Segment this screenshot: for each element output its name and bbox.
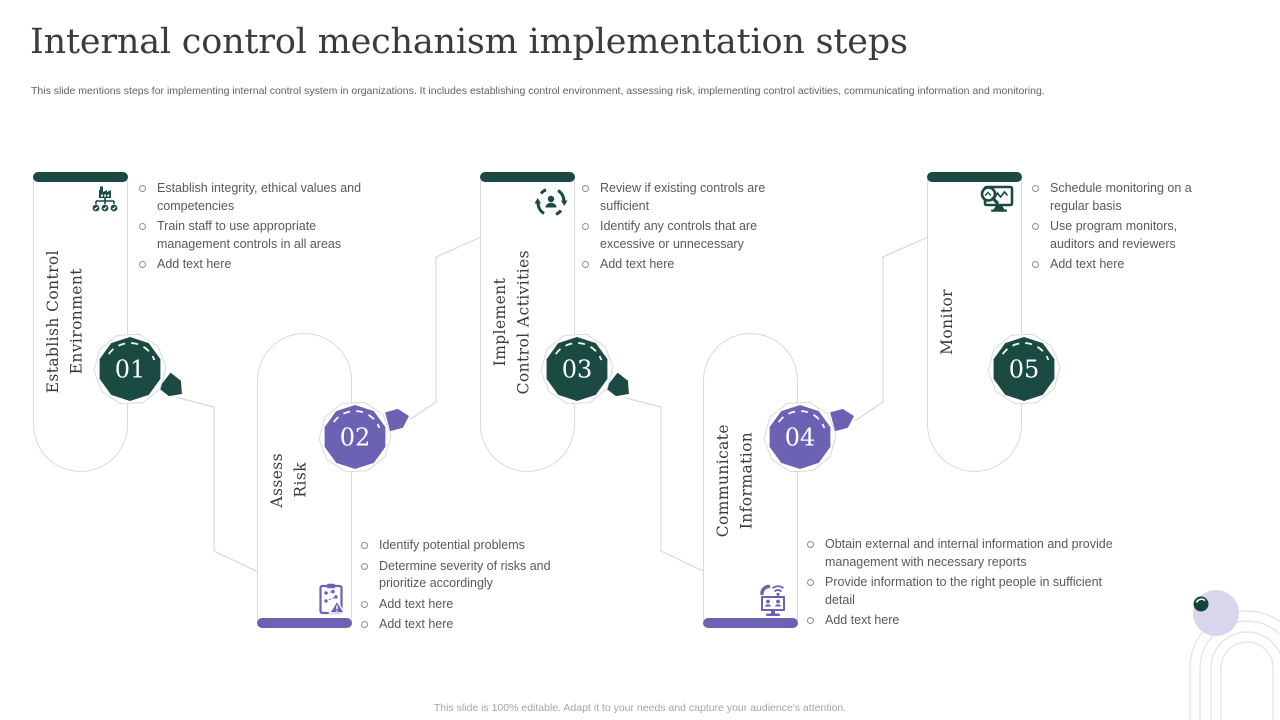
bullet-marker-icon: [807, 541, 814, 548]
org-chart-icon: [88, 184, 122, 215]
step-pill-monitor[interactable]: Monitor: [927, 172, 1022, 472]
bullet-item: Add text here: [807, 612, 1113, 630]
bullet-marker-icon: [361, 600, 368, 608]
footer-note: This slide is 100% editable. Adapt it to…: [433, 702, 847, 714]
bullet-item: Add text here: [361, 596, 573, 614]
pill-accent-bar: [33, 172, 128, 182]
pill-accent-bar: [480, 172, 575, 182]
step-label: Communicate Information: [714, 423, 756, 538]
slide-title[interactable]: Internal control mechanism implementatio…: [30, 22, 908, 62]
communication-monitor-icon: [754, 582, 792, 617]
step-pill-implement-control-activities[interactable]: Implement Control Activities: [480, 172, 575, 472]
svg-text:04: 04: [785, 424, 816, 452]
bullet-marker-icon: [139, 223, 146, 230]
step-label: Monitor: [938, 289, 956, 355]
bullet-marker-icon: [139, 185, 146, 192]
circular-arrows-icon: [533, 184, 569, 220]
teal-dot: [1193, 596, 1209, 612]
step-label: Implement Control Activities: [491, 249, 533, 395]
bullet-item: Identify any controls that are excessive…: [582, 218, 807, 253]
connector-4-5: [854, 236, 929, 422]
bullet-item: Schedule monitoring on a regular basis: [1032, 180, 1222, 215]
connector-2-3: [407, 236, 482, 422]
bullet-marker-icon: [361, 621, 368, 628]
bullet-item: Add text here: [1032, 256, 1222, 274]
step-label: Assess Risk: [268, 453, 310, 508]
pill-accent-bar: [703, 618, 798, 628]
step-number-badge-03[interactable]: 03: [540, 330, 648, 408]
risk-assessment-icon: [316, 583, 346, 617]
svg-text:03: 03: [562, 356, 593, 384]
bullet-marker-icon: [361, 542, 368, 549]
bullet-marker-icon: [361, 562, 368, 570]
bullet-item: Determine severity of risks and prioriti…: [361, 558, 573, 593]
bullet-item: Establish integrity, ethical values and …: [139, 180, 376, 215]
bullet-marker-icon: [1032, 185, 1039, 192]
bullet-marker-icon: [582, 185, 589, 192]
bullet-marker-icon: [1032, 261, 1039, 268]
bullet-item: Add text here: [139, 256, 376, 274]
monitoring-analysis-icon: [976, 184, 1016, 217]
bullet-item: Review if existing controls are sufficie…: [582, 180, 807, 215]
step-label: Establish Control Environment: [44, 250, 86, 394]
connector-1-2: [174, 396, 259, 573]
pill-accent-bar: [927, 172, 1022, 182]
bullet-item: Identify potential problems: [361, 537, 573, 555]
step-number-badge-02[interactable]: 02: [318, 398, 426, 476]
connector-3-4: [621, 396, 706, 573]
step-bullets-1[interactable]: Establish integrity, ethical values and …: [139, 180, 376, 277]
step-bullets-3[interactable]: Review if existing controls are sufficie…: [582, 180, 807, 277]
bullet-item: Add text here: [582, 256, 807, 274]
bullet-marker-icon: [582, 261, 589, 268]
bullet-marker-icon: [1032, 223, 1039, 230]
bullet-marker-icon: [807, 579, 814, 586]
step-bullets-4[interactable]: Obtain external and internal information…: [807, 536, 1113, 633]
lavender-circle: [1193, 590, 1239, 636]
svg-text:05: 05: [1009, 356, 1040, 384]
corner-decoration: [1189, 590, 1280, 720]
bullet-marker-icon: [807, 617, 814, 624]
step-number-badge-05[interactable]: 05: [987, 330, 1095, 408]
step-pill-establish-control-environment[interactable]: Establish Control Environment: [33, 172, 128, 472]
svg-text:02: 02: [340, 424, 371, 452]
bullet-marker-icon: [582, 223, 589, 230]
step-pill-assess-risk[interactable]: Assess Risk: [257, 333, 352, 628]
pill-accent-bar: [257, 618, 352, 628]
bullet-item: Obtain external and internal information…: [807, 536, 1113, 571]
step-bullets-2[interactable]: Identify potential problems Determine se…: [361, 537, 573, 637]
bullet-item: Train staff to use appropriate managemen…: [139, 218, 376, 253]
bullet-marker-icon: [139, 261, 146, 268]
step-number-badge-04[interactable]: 04: [763, 398, 871, 476]
step-pill-communicate-information[interactable]: Communicate Information: [703, 333, 798, 628]
bullet-item: Add text here: [361, 616, 573, 634]
bullet-item: Provide information to the right people …: [807, 574, 1113, 609]
step-number-badge-01[interactable]: 01: [93, 330, 201, 408]
svg-text:01: 01: [115, 356, 146, 384]
slide-subtitle[interactable]: This slide mentions steps for implementi…: [31, 85, 1045, 97]
bullet-item: Use program monitors, auditors and revie…: [1032, 218, 1222, 253]
step-bullets-5[interactable]: Schedule monitoring on a regular basis U…: [1032, 180, 1222, 277]
